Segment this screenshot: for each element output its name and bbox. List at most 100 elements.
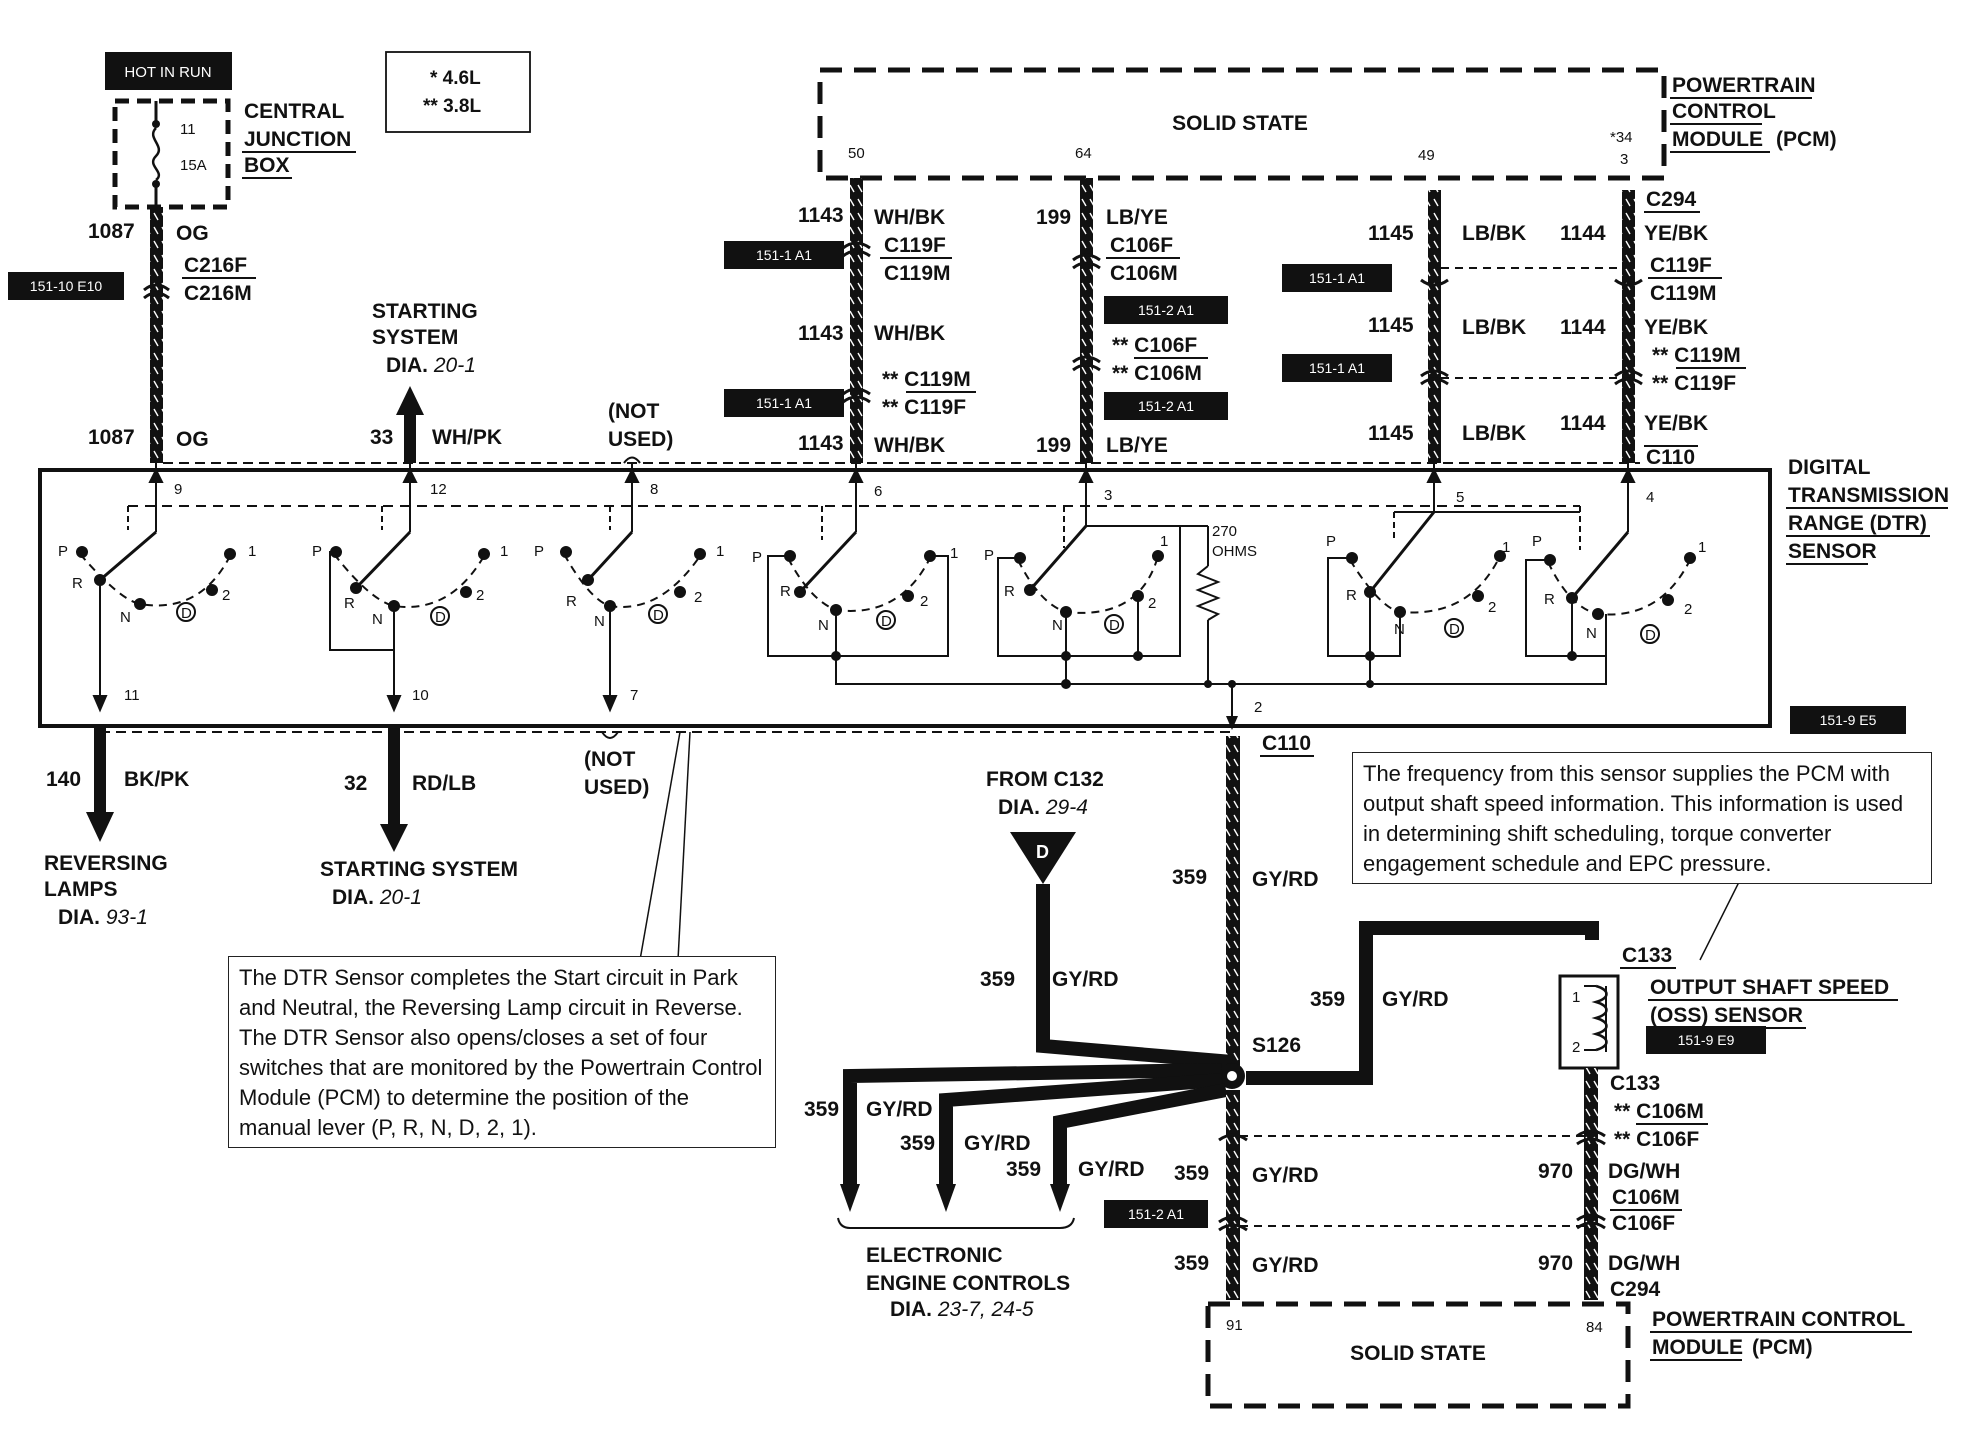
sw2-pos-1: 1 xyxy=(500,543,508,560)
wire-1144-color-3: YE/BK xyxy=(1644,412,1708,435)
connector-c216m: C216M xyxy=(184,282,252,305)
dtr-name-3: RANGE (DTR) xyxy=(1788,512,1927,535)
wire-970-number-a: 970 xyxy=(1538,1160,1573,1183)
fuse-amperage: 15A xyxy=(180,157,207,174)
oss-label-1: OUTPUT SHAFT SPEED xyxy=(1650,976,1889,999)
resistor-unit: OHMS xyxy=(1212,543,1257,560)
wire-359-number-a: 359 xyxy=(1172,866,1207,889)
dtr-name-2: TRANSMISSION xyxy=(1788,484,1949,507)
wire-1143-number-1: 1143 xyxy=(798,204,844,227)
connector-c119m-3: C119M xyxy=(1650,282,1717,305)
pcm-bot-solid-state: SOLID STATE xyxy=(1350,1342,1486,1365)
resistor-value: 270 xyxy=(1212,523,1237,540)
wire-1087 xyxy=(150,207,163,463)
sw1-pos-1: 1 xyxy=(248,543,256,560)
wire-33-color: WH/PK xyxy=(432,426,502,449)
wire-1145-number-2: 1145 xyxy=(1368,314,1414,337)
pcm-top-name-1: POWERTRAIN xyxy=(1672,74,1816,97)
dtr-pin-3: 3 xyxy=(1104,487,1112,504)
reversing-lamps-2: LAMPS xyxy=(44,878,118,901)
sw2-pos-2: 2 xyxy=(476,587,484,604)
hot-in-run-label: HOT IN RUN xyxy=(124,64,211,81)
connector-c106m-3: ** C106M xyxy=(1614,1100,1704,1123)
from-c132-1: FROM C132 xyxy=(986,768,1104,791)
wire-359-from-c132 xyxy=(1036,884,1233,1069)
oss-sensor-box xyxy=(1558,974,1620,1070)
pcm-pin-91: 91 xyxy=(1226,1317,1243,1334)
starting-system-bot-2: DIA. 20-1 xyxy=(332,886,422,909)
sw5-pos-2: 2 xyxy=(1148,595,1156,612)
oss-sensor-note: The frequency from this sensor supplies … xyxy=(1352,752,1932,884)
wire-359-to-oss xyxy=(1246,921,1599,1085)
wire-140-color: BK/PK xyxy=(124,768,189,791)
wire-1145-number-3: 1145 xyxy=(1368,422,1414,445)
wire-1143-number-2: 1143 xyxy=(798,322,844,345)
ref-tag-151-2-a1-b: 151-2 A1 xyxy=(1104,392,1228,420)
pcm-pin-64: 64 xyxy=(1075,145,1092,162)
central-junction-box xyxy=(112,98,231,210)
dtr-sensor-box xyxy=(38,468,1772,728)
dtr-switch-2 xyxy=(329,463,490,713)
wire-1144-color-1: YE/BK xyxy=(1644,222,1708,245)
pcm-top-box xyxy=(817,67,1667,181)
sw4-pos-P: P xyxy=(752,549,762,566)
wire-32-number: 32 xyxy=(344,772,367,795)
wire-1087-color-top: OG xyxy=(176,222,209,245)
starting-system-top-2: SYSTEM xyxy=(372,326,458,349)
splice-s126-label: S126 xyxy=(1252,1034,1301,1057)
sw2-pos-N: N xyxy=(372,611,383,628)
wire-359-main xyxy=(1226,736,1240,1068)
wire-970-number-b: 970 xyxy=(1538,1252,1573,1275)
pcm-bot-name-3: (PCM) xyxy=(1752,1336,1813,1359)
dtr-switch-1 xyxy=(76,463,236,713)
starting-system-arrow-down xyxy=(380,824,408,852)
wire-359-color-d: GY/RD xyxy=(866,1098,933,1121)
wire-359-color-f: GY/RD xyxy=(1078,1158,1145,1181)
dtr-switch-3 xyxy=(560,463,706,713)
sw5-pos-R: R xyxy=(1004,583,1015,600)
from-c132-arrow xyxy=(1010,832,1076,884)
ref-tag-151-1-a1-d: 151-1 A1 xyxy=(1282,354,1392,382)
sw6-pos-2: 2 xyxy=(1488,599,1496,616)
ref-tag-151-2-a1-a: 151-2 A1 xyxy=(1104,296,1228,324)
connector-c106f-4: C106F xyxy=(1612,1212,1675,1235)
reversing-lamps-arrow xyxy=(86,812,114,842)
connector-c106m-1: C106M xyxy=(1110,262,1178,285)
starting-system-arrow-up xyxy=(396,386,424,415)
connector-c119f-2: ** C119F xyxy=(882,396,966,419)
dtr-note-leader-1 xyxy=(639,731,681,961)
wire-970 xyxy=(1584,1068,1598,1300)
dtr-sensor-note: The DTR Sensor completes the Start circu… xyxy=(228,956,776,1148)
not-used-top-1: (NOT xyxy=(608,400,659,423)
connector-c110-bot: C110 xyxy=(1262,732,1311,755)
eec-label-3: DIA. 23-7, 24-5 xyxy=(890,1298,1034,1321)
wire-199-number-1: 199 xyxy=(1036,206,1071,229)
dtr-pin-10: 10 xyxy=(412,687,429,704)
dtr-switch-6 xyxy=(1327,463,1580,684)
ref-tag-151-1-a1-c: 151-1 A1 xyxy=(1282,264,1392,292)
connector-c216f: C216F xyxy=(184,254,247,277)
sw7-pos-D: D xyxy=(1645,627,1656,644)
pcm-pin-3: 3 xyxy=(1620,151,1628,168)
sw1-pos-N: N xyxy=(120,609,131,626)
dtr-pin-8: 8 xyxy=(650,481,658,498)
starting-system-bot-1: STARTING SYSTEM xyxy=(320,858,518,881)
wire-1143-color-1: WH/BK xyxy=(874,206,945,229)
wire-1087-color-bot: OG xyxy=(176,428,209,451)
wire-1143-number-3: 1143 xyxy=(798,432,844,455)
dtr-switch-4 xyxy=(767,463,1066,685)
pcm-top-name-3: MODULE xyxy=(1672,128,1763,151)
wire-199-color-1: LB/YE xyxy=(1106,206,1168,229)
pcm-bot-name-2: MODULE xyxy=(1652,1336,1743,1359)
dtr-pin-11: 11 xyxy=(124,687,140,704)
sw7-pos-P: P xyxy=(1532,533,1542,550)
eec-label-1: ELECTRONIC xyxy=(866,1244,1003,1267)
connector-c294-top: C294 xyxy=(1646,188,1697,211)
dtr-pin-2: 2 xyxy=(1254,699,1262,716)
ref-tag-151-2-a1-c: 151-2 A1 xyxy=(1104,1200,1208,1228)
sw1-pos-P: P xyxy=(58,543,68,560)
wire-1144 xyxy=(1622,190,1635,463)
wire-970-color-b: DG/WH xyxy=(1608,1252,1680,1275)
sw5-pos-1: 1 xyxy=(1160,533,1168,550)
from-c132-letter: D xyxy=(1036,842,1049,862)
